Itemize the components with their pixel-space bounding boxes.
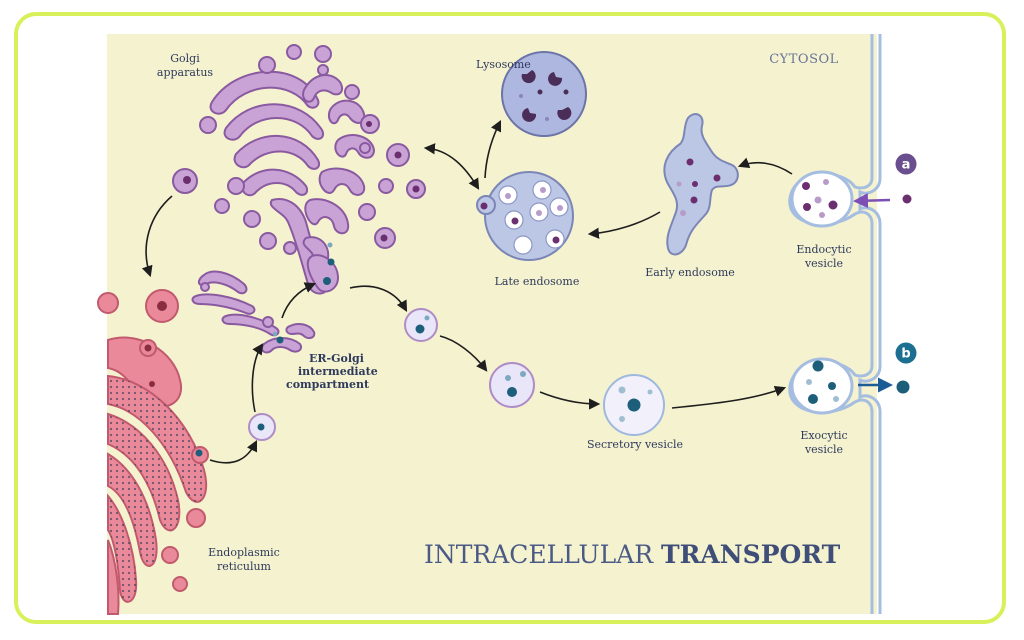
arrow-golgi-to-er (141, 195, 173, 278)
cytosol-area (107, 34, 877, 614)
endocytic-vesicle (790, 170, 854, 228)
exocytic-vesicle-label-1: Exocytic (800, 429, 847, 442)
golgi-exit-vesicle (404, 308, 438, 342)
arrow-early-to-late-endosome (587, 211, 661, 239)
er-label-1: Endoplasmic (208, 546, 280, 559)
svg-text:a: a (902, 158, 911, 173)
pathway-arrows (141, 119, 793, 464)
arrow-ergic-to-golgi (281, 282, 317, 319)
golgi-apparatus (199, 44, 426, 295)
cytosol-label: CYTOSOL (769, 52, 839, 67)
late-endosome-label: Late endosome (495, 275, 580, 288)
title-bold: TRANSPORT (661, 540, 841, 569)
ergic-cargo (276, 336, 284, 344)
extracellular-cargo-a (902, 194, 912, 204)
arrow-golgi-to-vesicle (349, 285, 408, 312)
diagram-title: INTRACELLULAR TRANSPORT (424, 540, 841, 569)
endocytic-vesicle-label-1: Endocytic (796, 243, 851, 256)
ergic-label-1: ER-Golgi (309, 352, 364, 365)
golgi-derived-vesicle (172, 168, 198, 194)
lysosome-label: Lysosome (476, 58, 531, 71)
late-endosome (476, 171, 574, 261)
transport-vesicle (489, 362, 535, 408)
endocytic-vesicle-label-2: vesicle (804, 257, 843, 270)
er-to-ergic-vesicle (248, 413, 276, 441)
arrow-endocytic-to-early-endosome (737, 157, 793, 175)
extracellular-space (877, 34, 987, 614)
badge-b: b (895, 342, 917, 364)
uptake-arrow (853, 193, 891, 209)
arrow-late-endosome-to-lysosome (484, 119, 502, 179)
exocytic-vesicle-label-2: vesicle (804, 443, 843, 456)
arrow-to-exocytic-vesicle (671, 385, 787, 409)
arrow-golgi-late-endosome (423, 143, 480, 190)
arrow-er-to-vesicle (209, 439, 258, 464)
endoplasmic-reticulum (97, 289, 209, 615)
early-endosome-label: Early endosome (645, 266, 735, 279)
arrow-to-transport-vesicle (439, 335, 488, 372)
extracellular-cargo-b (896, 380, 910, 394)
badge-a: a (895, 153, 917, 175)
ergic-label-2: intermediate (298, 365, 378, 378)
golgi-label-2: apparatus (157, 66, 214, 79)
title-light: INTRACELLULAR (424, 540, 661, 569)
exocytic-vesicle (790, 357, 854, 415)
golgi-label-1: Golgi (170, 52, 200, 65)
secretory-vesicle-label: Secretory vesicle (587, 438, 683, 451)
er-golgi-intermediate-compartment (191, 270, 316, 354)
arrow-to-secretory-vesicle (539, 391, 601, 410)
golgi-cargo (323, 121, 420, 285)
arrow-vesicle-to-ergic (251, 343, 264, 413)
ergic-cargo-small (272, 331, 278, 337)
lysosome (501, 51, 587, 137)
svg-text:b: b (901, 347, 910, 362)
secretory-vesicle (603, 374, 665, 436)
early-endosome (663, 113, 739, 256)
er-label-2: reticulum (217, 560, 272, 573)
ergic-label-3: compartment (286, 378, 370, 391)
